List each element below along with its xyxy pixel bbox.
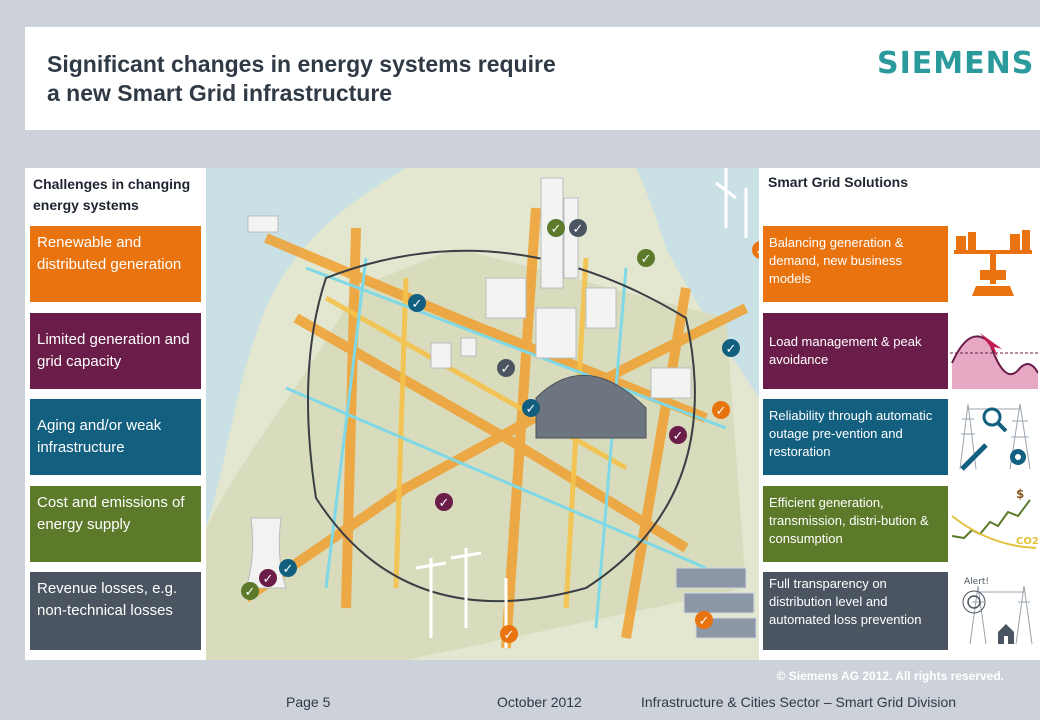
check-icon: ✓ [712,401,730,419]
power-tower-magnifier-wrench-icon [950,399,1038,475]
smart-grid-illustration: ✓ ✓ ✓ ✓ ✓ ✓ ✓ ✓ ✓ ✓ ✓ ✓ ✓ ✓ ✓ ✓ ✓ [206,168,759,660]
dollar-sign: $ [1016,487,1024,501]
solution-efficient: Efficient generation, transmission, dist… [763,486,948,562]
check-icon: ✓ [547,219,565,237]
svg-text:✓: ✓ [673,429,684,444]
svg-text:✓: ✓ [641,252,652,267]
solution-label: Reliability through automatic outage pre… [769,408,933,459]
svg-text:✓: ✓ [283,562,294,577]
svg-text:✓: ✓ [501,362,512,377]
solution-label: Load management & peak avoidance [769,334,922,367]
check-icon: ✓ [408,294,426,312]
slide-title: Significant changes in energy systems re… [47,50,556,108]
svg-text:✓: ✓ [699,614,710,629]
co2-label: CO2 [1016,536,1038,547]
page-number: Page 5 [286,694,331,710]
check-icon: ✓ [241,582,259,600]
svg-text:✓: ✓ [504,628,515,643]
svg-text:✓: ✓ [526,402,537,417]
check-icon: ✓ [259,569,277,587]
cost-co2-chart-icon: $ CO2 [950,486,1039,562]
load-curve-icon [950,313,1039,389]
slide-content: Challenges in changing energy systems Sm… [25,168,1040,660]
svg-text:✓: ✓ [716,404,727,419]
solution-load-management: Load management & peak avoidance [763,313,948,389]
check-icon: ✓ [569,219,587,237]
grid-landscape-svg: ✓ ✓ ✓ ✓ ✓ ✓ ✓ ✓ ✓ ✓ ✓ ✓ ✓ ✓ ✓ ✓ ✓ [206,168,759,660]
check-icon: ✓ [500,625,518,643]
check-icon: ✓ [637,249,655,267]
footer-division: Infrastructure & Cities Sector – Smart G… [641,694,957,710]
solution-label: Efficient generation, transmission, dist… [769,495,929,546]
svg-text:✓: ✓ [263,572,274,587]
svg-text:✓: ✓ [245,585,256,600]
svg-text:✓: ✓ [551,222,562,237]
check-icon: ✓ [435,493,453,511]
check-icon: ✓ [669,426,687,444]
challenges-heading: Challenges in changing energy systems [33,176,191,213]
footer-date: October 2012 [497,694,582,710]
alert-house-tower-icon: Alert! [950,572,1038,648]
svg-text:✓: ✓ [573,222,584,237]
solution-reliability: Reliability through automatic outage pre… [763,399,948,475]
challenge-renewable: Renewable and distributed generation [30,226,201,302]
check-icon: ✓ [752,241,759,259]
challenge-label: Aging and/or weak infrastructure [37,417,162,456]
balance-scale-city-icon [950,226,1038,302]
copyright-notice: © Siemens AG 2012. All rights reserved. [776,669,1004,683]
title-line-1: Significant changes in energy systems re… [47,51,556,77]
siemens-logo: SIEMENS [877,46,1035,81]
solution-balancing: Balancing generation & demand, new busin… [763,226,948,302]
challenge-label: Limited generation and grid capacity [37,331,190,370]
svg-text:✓: ✓ [412,297,423,312]
challenge-capacity: Limited generation and grid capacity [30,313,201,389]
svg-text:✓: ✓ [756,244,759,259]
challenge-label: Renewable and distributed generation [37,234,182,273]
alert-label: Alert! [964,577,989,587]
challenge-revenue-losses: Revenue losses, e.g. non-technical losse… [30,572,201,650]
check-icon: ✓ [695,611,713,629]
check-icon: ✓ [497,359,515,377]
slide-header: Significant changes in energy systems re… [25,27,1040,130]
challenge-cost-emissions: Cost and emissions of energy supply [30,486,201,562]
svg-text:✓: ✓ [439,496,450,511]
solution-label: Full transparency on distribution level … [769,576,922,627]
check-icon: ✓ [522,399,540,417]
svg-text:✓: ✓ [726,342,737,357]
challenge-infrastructure: Aging and/or weak infrastructure [30,399,201,475]
challenge-label: Revenue losses, e.g. non-technical losse… [37,580,178,619]
check-icon: ✓ [279,559,297,577]
solutions-heading: Smart Grid Solutions [768,174,909,190]
challenge-label: Cost and emissions of energy supply [37,494,185,533]
check-icon: ✓ [722,339,740,357]
title-line-2: a new Smart Grid infrastructure [47,80,393,106]
solution-transparency: Full transparency on distribution level … [763,572,948,650]
solution-label: Balancing generation & demand, new busin… [769,235,904,286]
